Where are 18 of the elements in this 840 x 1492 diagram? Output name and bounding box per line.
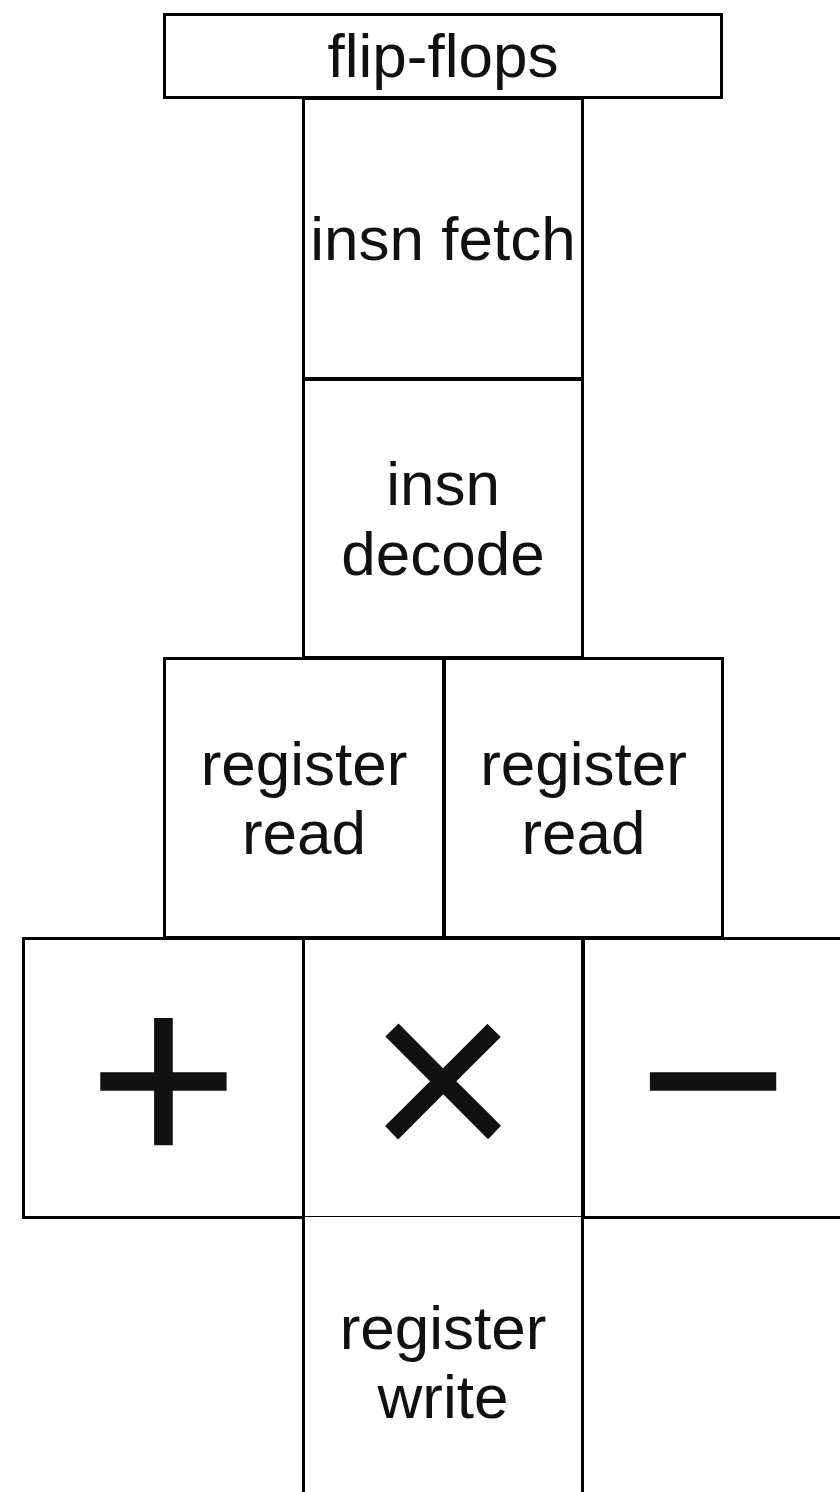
- stage-box: [302, 378, 584, 659]
- stage-box: [302, 97, 584, 380]
- stage-box: [163, 657, 445, 939]
- stage-box: [163, 13, 723, 99]
- stage-label: register read: [199, 728, 409, 868]
- stage-label: flip-flops: [327, 21, 559, 91]
- operator-sign: ×: [367, 948, 519, 1208]
- stage-label: insn decode: [340, 449, 546, 588]
- stage-label: insn fetch: [310, 203, 576, 274]
- stage-box: [443, 657, 724, 939]
- stage-label: register write: [338, 1292, 548, 1432]
- operator-box: [582, 937, 840, 1219]
- stage-label: register read: [479, 728, 688, 868]
- operator-box: [302, 937, 584, 1219]
- stage-box: [302, 1217, 584, 1492]
- operator-sign: −: [637, 948, 789, 1208]
- operator-sign: +: [87, 948, 240, 1208]
- operator-box: [22, 937, 305, 1219]
